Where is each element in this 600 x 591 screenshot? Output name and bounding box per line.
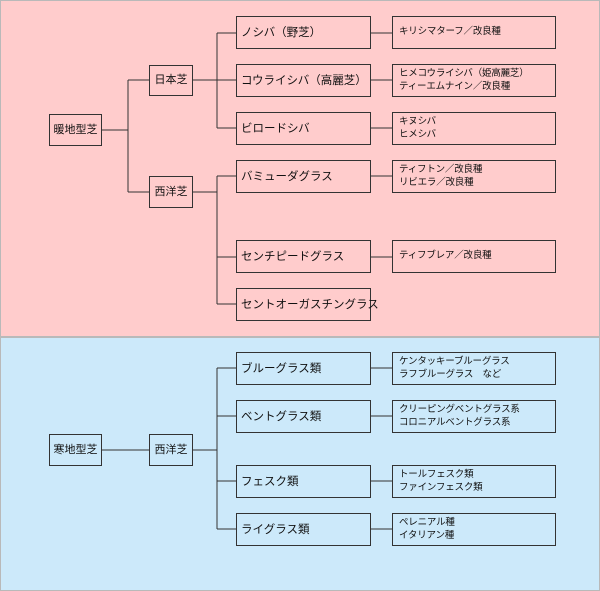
centipedegrass-info-box: ティフブレア／改良種 [392, 240, 556, 273]
node-label: ビロードシバ [241, 120, 310, 135]
node-label: バミューダグラス [241, 168, 333, 183]
fescue-node: フェスク類 [236, 465, 371, 498]
ryegrass-info-box: ペレニアル種 イタリアン種 [392, 513, 556, 546]
info-line: コロニアルベントグラス系 [399, 416, 511, 428]
node-label: ノシバ（野芝） [241, 24, 322, 39]
node-label: 西洋芝 [154, 442, 188, 456]
japanese-turf-node: 日本芝 [149, 65, 193, 96]
info-line: リビエラ／改良種 [399, 176, 474, 188]
node-label: 日本芝 [154, 73, 188, 87]
birodoshiba-node: ビロードシバ [236, 112, 371, 145]
node-label: コウライシバ（高麗芝） [241, 72, 367, 87]
kouraishiba-info-box: ヒメコウライシバ（姫高麗芝） ティーエムナイン／改良種 [392, 64, 556, 97]
centipedegrass-node: センチピードグラス [236, 240, 371, 273]
node-label: 西洋芝 [154, 184, 188, 198]
bluegrass-info-box: ケンタッキーブルーグラス ラフブルーグラス など [392, 352, 556, 385]
info-line: キリシマターフ／改良種 [399, 26, 501, 38]
info-line: ヒメシバ [399, 128, 436, 140]
info-line: イタリアン種 [399, 529, 455, 541]
birodoshiba-info-box: キヌシバ ヒメシバ [392, 112, 556, 145]
noshiba-node: ノシバ（野芝） [236, 16, 371, 49]
node-label: ベントグラス類 [241, 408, 322, 423]
node-label: 寒地型芝 [53, 442, 98, 456]
bluegrass-node: ブルーグラス類 [236, 352, 371, 385]
info-line: ティーエムナイン／改良種 [399, 80, 511, 92]
warm-western-turf-node: 西洋芝 [149, 176, 193, 208]
info-line: ラフブルーグラス など [399, 368, 502, 380]
bermudagrass-info-box: ティフトン／改良種 リビエラ／改良種 [392, 160, 556, 193]
warm-season-band [0, 0, 600, 337]
cool-season-band [0, 337, 600, 591]
info-line: キヌシバ [399, 115, 436, 127]
node-label: ライグラス類 [241, 521, 310, 536]
st-augustinegrass-node: セントオーガスチングラス [236, 288, 379, 321]
fescue-info-box: トールフェスク類 ファインフェスク類 [392, 465, 556, 498]
info-line: ペレニアル種 [399, 516, 455, 528]
info-line: ケンタッキーブルーグラス [399, 355, 510, 367]
info-line: クリーピングベントグラス系 [399, 403, 520, 415]
cool-season-turf-node: 寒地型芝 [49, 434, 102, 466]
info-line: ヒメコウライシバ（姫高麗芝） [399, 67, 529, 79]
info-line: トールフェスク類 [399, 468, 474, 480]
info-line: ティフブレア／改良種 [399, 250, 492, 262]
node-label: セントオーガスチングラス [241, 296, 379, 311]
info-line: ファインフェスク類 [399, 481, 483, 493]
info-line: ティフトン／改良種 [399, 163, 483, 175]
node-label: センチピードグラス [241, 248, 345, 263]
kouraishiba-node: コウライシバ（高麗芝） [236, 64, 371, 97]
bermudagrass-node: バミューダグラス [236, 160, 371, 193]
bentgrass-info-box: クリーピングベントグラス系 コロニアルベントグラス系 [392, 400, 556, 433]
node-label: 暖地型芝 [53, 122, 98, 136]
ryegrass-node: ライグラス類 [236, 513, 371, 546]
cool-western-turf-node: 西洋芝 [149, 434, 193, 466]
node-label: フェスク類 [241, 473, 299, 488]
node-label: ブルーグラス類 [241, 360, 322, 375]
warm-season-turf-node: 暖地型芝 [49, 114, 102, 146]
bentgrass-node: ベントグラス類 [236, 400, 371, 433]
noshiba-info-box: キリシマターフ／改良種 [392, 16, 556, 49]
